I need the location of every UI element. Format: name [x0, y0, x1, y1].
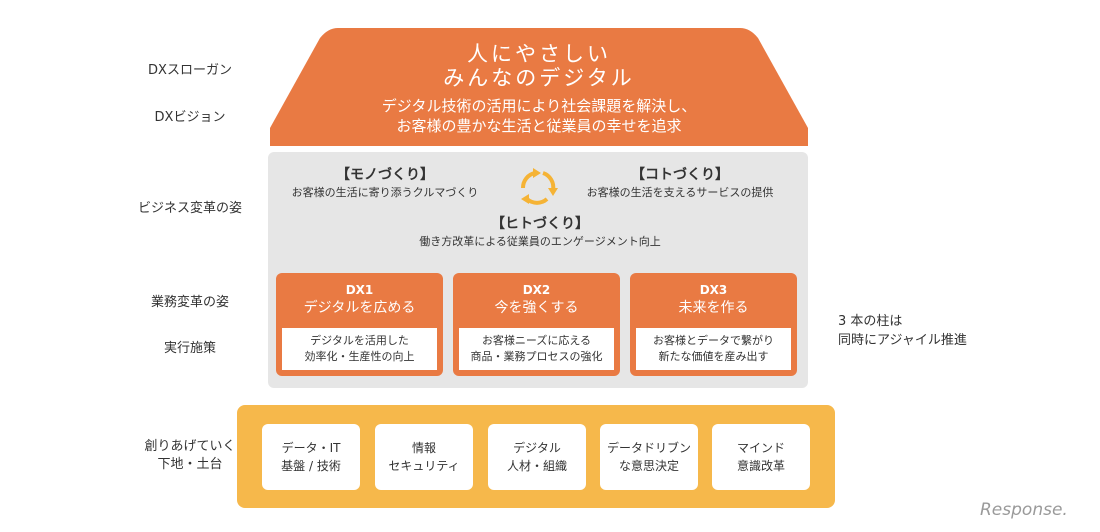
line: データドリブン	[606, 441, 691, 455]
foundation-item: デジタル人材・組織	[488, 424, 586, 490]
kotozukuri: 【コトづくり】 お客様の生活を支えるサービスの提供	[565, 165, 795, 201]
line: 効率化・生産性の向上	[304, 350, 415, 363]
title: 【モノづくり】	[336, 167, 434, 183]
dx-vision: デジタル技術の活用により社会課題を解決し、 お客様の豊かな生活と従業員の幸せを追…	[268, 96, 810, 136]
label-business-transformation: ビジネス変革の姿	[137, 201, 242, 216]
line: な意思決定	[618, 459, 679, 473]
line: 新たな価値を産み出す	[658, 350, 769, 363]
slogan-line: みんなのデジタル	[443, 66, 635, 90]
cycle-arrows-icon	[520, 168, 558, 205]
dx-measure: お客様ニーズに応える商品・業務プロセスの強化	[459, 328, 614, 370]
dx1-card: DX1 デジタルを広める デジタルを活用した効率化・生産性の向上	[276, 273, 443, 376]
label-foundation-1: 創りあげていく	[144, 439, 236, 454]
line: デジタル	[513, 441, 561, 455]
line: 商品・業務プロセスの強化	[470, 350, 603, 363]
dx2-card: DX2 今を強くする お客様ニーズに応える商品・業務プロセスの強化	[453, 273, 620, 376]
label-operations-transformation: 業務変革の姿	[150, 295, 229, 310]
foundation-item: マインド意識改革	[712, 424, 810, 490]
label-measures: 実行施策	[163, 341, 216, 356]
label-foundation-2: 下地・土台	[157, 457, 223, 472]
line: 人材・組織	[506, 459, 567, 473]
line: 意識改革	[736, 459, 785, 473]
title: 【コトづくり】	[631, 167, 729, 183]
foundation-item: データドリブンな意思決定	[600, 424, 698, 490]
response-watermark: Response.	[980, 500, 1068, 520]
line: マインド	[736, 441, 785, 455]
foundation-item: 情報セキュリティ	[375, 424, 473, 490]
line: セキュリティ	[388, 459, 460, 473]
dx3-card: DX3 未来を作る お客様とデータで繋がり新たな価値を産み出す	[630, 273, 797, 376]
dx-tag: DX3	[699, 283, 728, 297]
line: 3 本の柱は	[838, 314, 903, 329]
title: 【ヒトづくり】	[491, 216, 589, 232]
vision-line: お客様の豊かな生活と従業員の幸せを追求	[396, 117, 682, 135]
roof	[268, 28, 810, 146]
dx-tag: DX1	[345, 283, 374, 297]
vision-line: デジタル技術の活用により社会課題を解決し、	[381, 97, 697, 115]
dx-slogan: 人にやさしい みんなのデジタル	[268, 42, 810, 90]
hitozukuri: 【ヒトづくり】 働き方改革による従業員のエンゲージメント向上	[380, 214, 700, 250]
side-note: 3 本の柱は 同時にアジャイル推進	[838, 312, 967, 350]
line: 情報	[411, 441, 436, 455]
dx-measure: お客様とデータで繋がり新たな価値を産み出す	[636, 328, 791, 370]
desc: お客様の生活に寄り添うクルマづくり	[291, 186, 479, 199]
dx-name: 未来を作る	[678, 300, 749, 316]
label-dx-slogan: DXスローガン	[148, 63, 232, 78]
slogan-line: 人にやさしい	[467, 42, 611, 66]
monozukuri: 【モノづくり】 お客様の生活に寄り添うクルマづくり	[270, 165, 500, 201]
line: 基盤 / 技術	[281, 459, 341, 473]
desc: お客様の生活を支えるサービスの提供	[586, 186, 774, 199]
line: データ・IT	[281, 441, 341, 455]
line: デジタルを活用した	[310, 334, 409, 347]
line: お客様ニーズに応える	[481, 334, 592, 347]
dx-name: デジタルを広める	[303, 300, 416, 316]
line: お客様とデータで繋がり	[653, 334, 774, 347]
desc: 働き方改革による従業員のエンゲージメント向上	[419, 235, 661, 248]
foundation-item: データ・IT 基盤 / 技術	[262, 424, 360, 490]
dx-tag: DX2	[522, 283, 551, 297]
line: 同時にアジャイル推進	[838, 333, 967, 348]
dx-measure: デジタルを活用した効率化・生産性の向上	[282, 328, 437, 370]
dx-name: 今を強くする	[494, 300, 579, 316]
label-dx-vision: DXビジョン	[154, 110, 226, 125]
